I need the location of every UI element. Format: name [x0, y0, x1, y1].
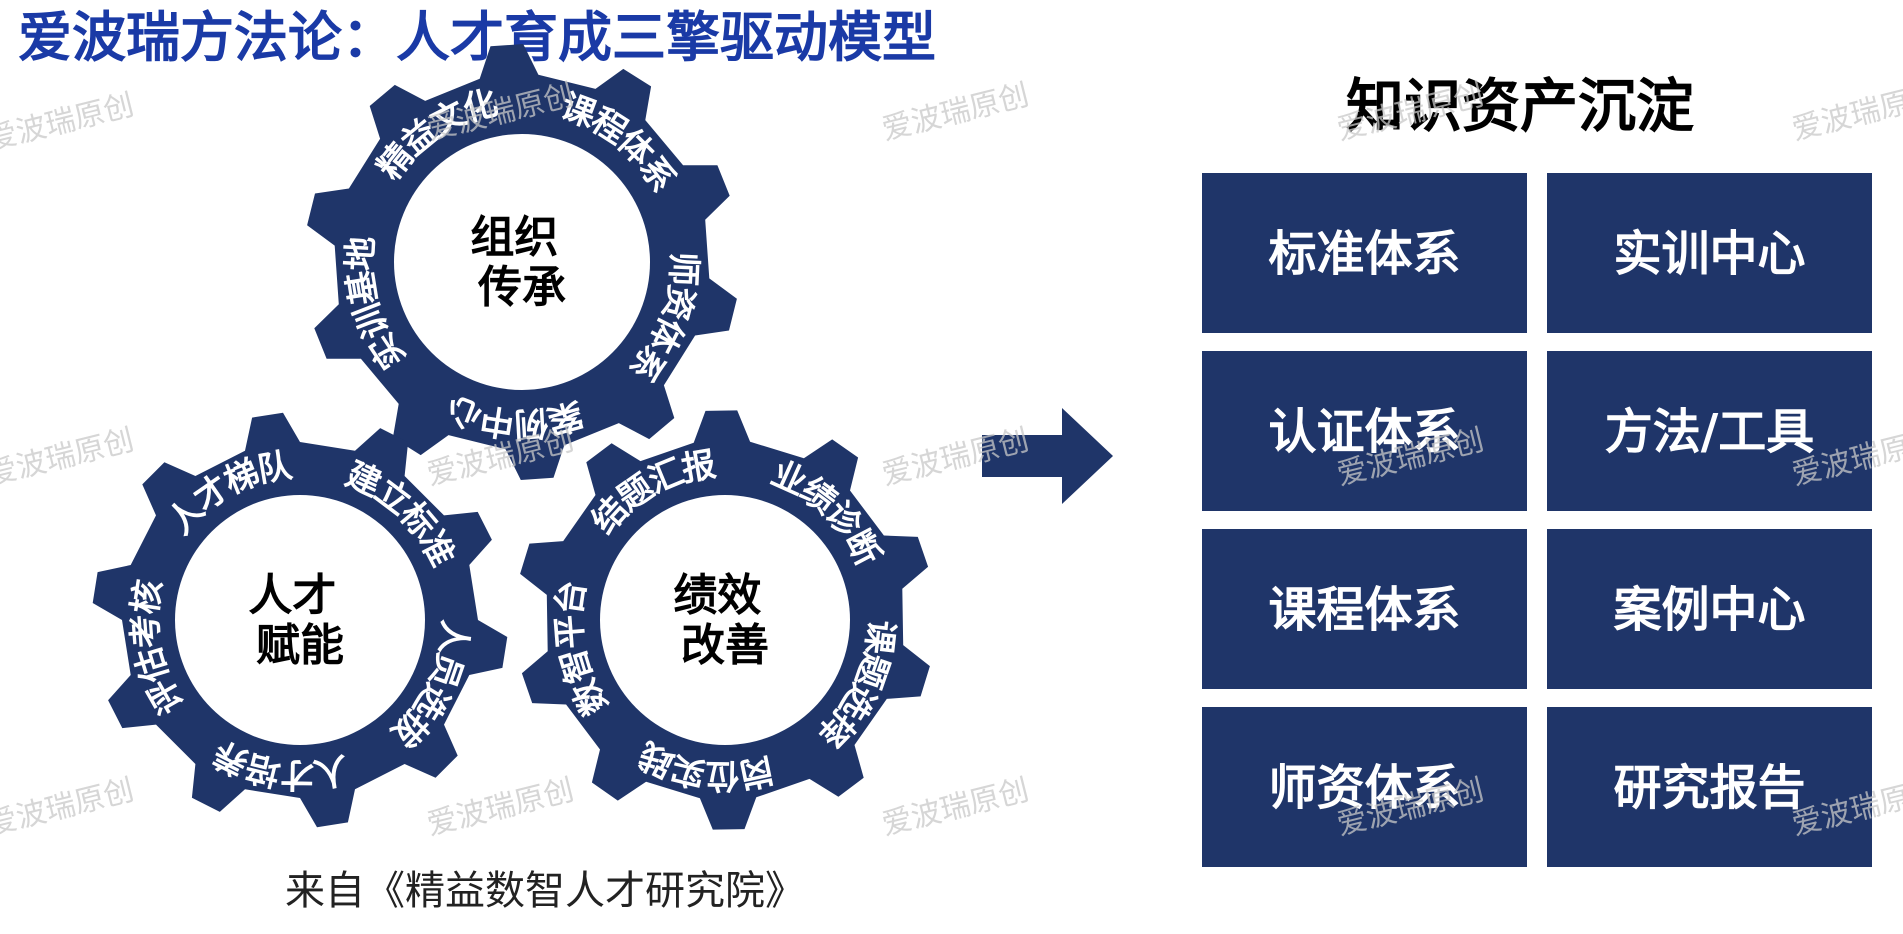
gear-center-line-1-right: 绩效 — [673, 570, 761, 621]
watermark-12: 爱波瑞原创 — [878, 773, 1032, 843]
gear-center-label-right: 绩效 改善 — [673, 570, 776, 671]
asset-label-4: 课程体系 — [1268, 582, 1460, 638]
right-arrow-icon — [982, 408, 1113, 504]
gear-center-right — [600, 495, 850, 745]
watermark-7: 爱波瑞原创 — [878, 423, 1032, 493]
asset-label-6: 师资体系 — [1268, 760, 1460, 816]
asset-box-6 — [1202, 707, 1527, 867]
source-caption: 来自《精益数智人才研究院》 — [285, 868, 805, 914]
gear-center-left — [175, 495, 425, 745]
asset-label-5: 案例中心 — [1613, 582, 1805, 638]
asset-box-3 — [1547, 351, 1872, 511]
gear-center-line-1-left: 人才 — [248, 570, 336, 621]
gear-center-line-2-right: 改善 — [681, 620, 769, 671]
asset-label-2: 认证体系 — [1268, 404, 1460, 460]
asset-box-7 — [1547, 707, 1872, 867]
asset-box-5 — [1547, 529, 1872, 689]
asset-box-0 — [1202, 173, 1527, 333]
gear-center-line-2-top: 传承 — [477, 262, 566, 313]
assets-title: 知识资产沉淀 — [1346, 72, 1694, 140]
watermark-0: 爱波瑞原创 — [0, 88, 137, 158]
gear-center-label-left: 人才 赋能 — [248, 570, 351, 671]
watermark-10: 爱波瑞原创 — [0, 773, 137, 843]
asset-label-0: 标准体系 — [1268, 226, 1460, 282]
asset-box-2 — [1202, 351, 1527, 511]
watermark-5: 爱波瑞原创 — [0, 423, 137, 493]
right-arrow-shape — [982, 408, 1113, 504]
gear-center-line-1-top: 组织 — [470, 212, 558, 263]
asset-box-1 — [1547, 173, 1872, 333]
gear-center-top — [394, 134, 650, 390]
asset-label-7: 研究报告 — [1613, 760, 1805, 816]
watermark-11: 爱波瑞原创 — [423, 773, 577, 843]
page-title: 爱波瑞方法论：人才育成三擎驱动模型 — [18, 6, 936, 69]
asset-label-1: 实训中心 — [1613, 226, 1805, 282]
gear-center-line-2-left: 赋能 — [256, 620, 344, 671]
gear-center-label-top: 组织 传承 — [470, 212, 573, 313]
watermark-4: 爱波瑞原创 — [1788, 78, 1903, 148]
asset-label-3: 方法/工具 — [1605, 404, 1815, 460]
asset-box-4 — [1202, 529, 1527, 689]
watermark-2: 爱波瑞原创 — [878, 78, 1032, 148]
